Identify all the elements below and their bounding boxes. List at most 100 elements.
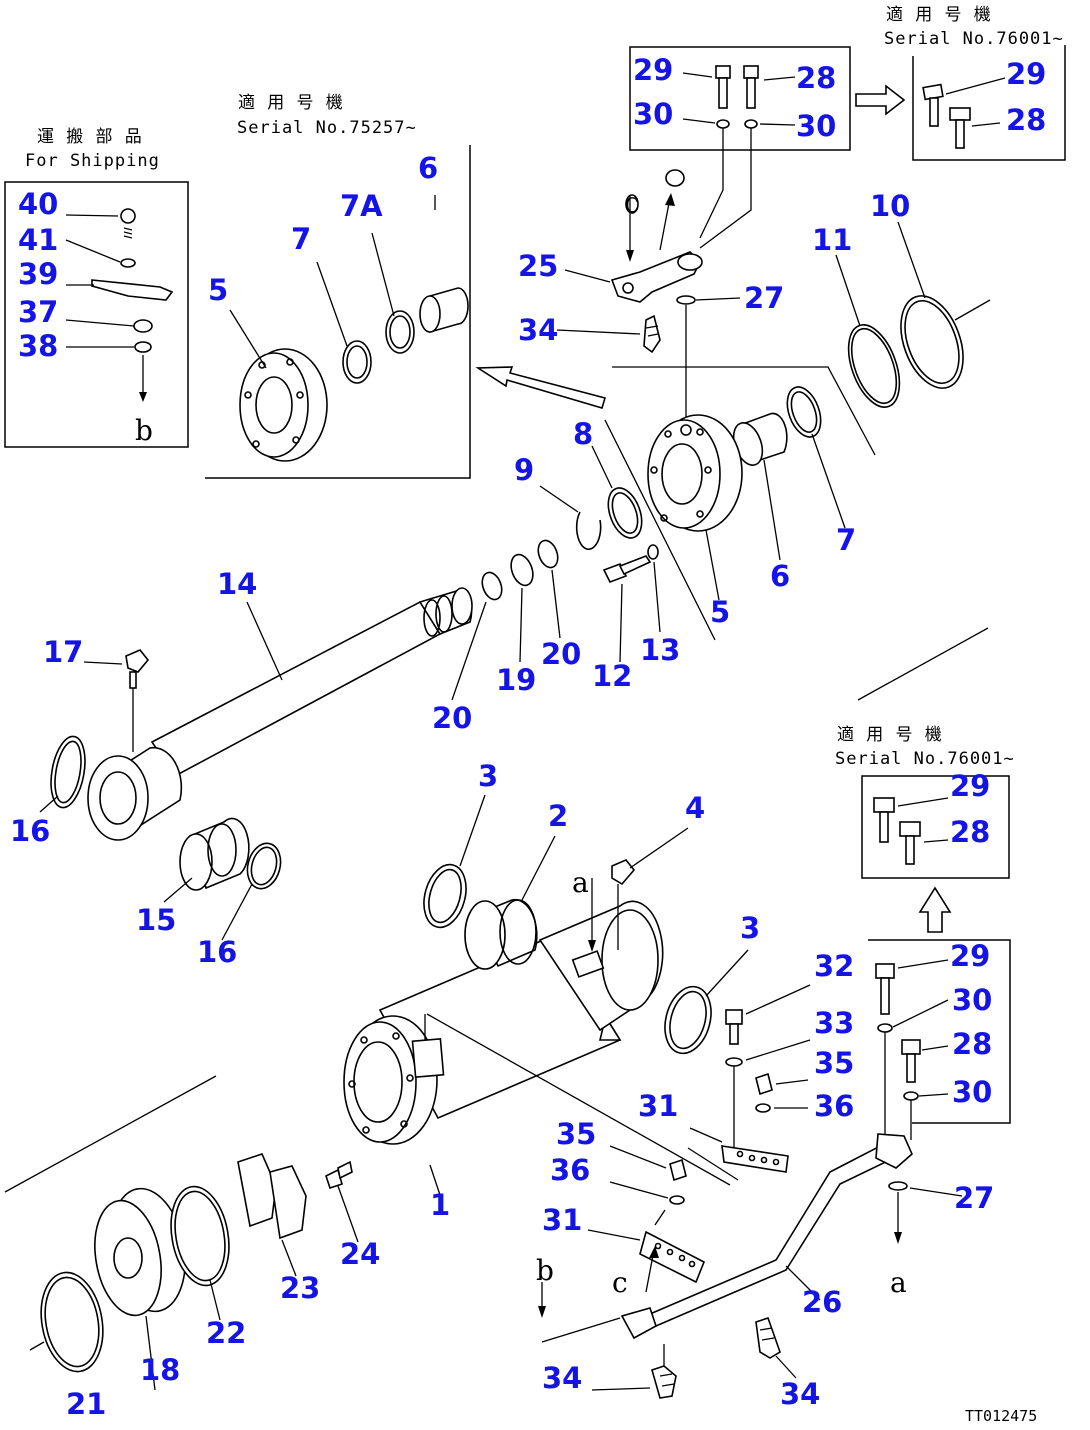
callouts: 29 28 30 30 29 28 6 7A 7 5 40 41 39 37 3… (10, 53, 1046, 1421)
callout-5: 5 (710, 595, 730, 629)
inset-serial-75257-label: Serial No.75257~ (237, 118, 417, 138)
part-29-bolt-top (715, 65, 731, 109)
callout-27: 27 (954, 1181, 994, 1215)
callout-34: 34 (518, 313, 558, 347)
callout-3: 3 (740, 911, 760, 945)
callout-20: 20 (432, 701, 472, 735)
part-29-bolt-right (873, 797, 895, 843)
callout-38: 38 (18, 329, 58, 363)
part-1-cylinder-tube (343, 900, 731, 1196)
callout-6: 6 (418, 151, 438, 185)
callout-28: 28 (796, 61, 836, 95)
callout-32: 32 (814, 949, 854, 983)
letter-a-bottom: a (890, 1266, 907, 1299)
part-6-bushing (732, 412, 788, 561)
callout-30: 30 (796, 109, 836, 143)
callout-30: 30 (633, 97, 673, 131)
letter-b-left: b (135, 414, 153, 447)
part-11-ring (835, 254, 901, 408)
callout-30: 30 (952, 983, 992, 1017)
part-33-washer (725, 1057, 743, 1067)
part-20-ring-left (481, 571, 503, 601)
inset-for-shipping: 運 搬 部 品 For Shipping b (4, 127, 189, 448)
callout-16: 16 (197, 935, 237, 969)
callout-14: 14 (217, 567, 257, 601)
arrow-up-icon (918, 886, 952, 933)
callout-41: 41 (18, 223, 58, 257)
part-41-washer (120, 258, 136, 268)
callout-30: 30 (952, 1075, 992, 1109)
callout-40: 40 (18, 187, 58, 221)
part-7-ring (786, 386, 846, 529)
part-25-elbow (564, 251, 703, 303)
callout-6: 6 (770, 559, 790, 593)
callout-28: 28 (1006, 103, 1046, 137)
callout-36: 36 (814, 1089, 854, 1123)
inset-serial-76001-right-label: Serial No.76001~ (835, 749, 1015, 769)
part-5-flange-alt (239, 348, 328, 462)
callout-37: 37 (18, 295, 58, 329)
part-40-cap (120, 208, 136, 224)
callout-7: 7 (836, 523, 856, 557)
part-17-grease-fitting (83, 649, 150, 752)
callout-34: 34 (542, 1361, 582, 1395)
callout-29: 29 (950, 939, 990, 973)
part-22-ring (170, 1185, 230, 1321)
arrow-down-c-icon (626, 250, 634, 262)
part-36-washer-upper (755, 1103, 771, 1113)
part-32-bolt (725, 984, 811, 1045)
callout-20: 20 (541, 637, 581, 671)
part-3-seal-upper (423, 863, 467, 929)
callout-2: 2 (548, 799, 568, 833)
callout-11: 11 (812, 223, 852, 257)
callout-29: 29 (1006, 57, 1046, 91)
letter-b-bottom: b (536, 1254, 554, 1287)
inset-serial-76001-right-jp: 適 用 号 機 (837, 725, 943, 745)
part-28-bolt-top-right (949, 107, 971, 149)
part-8-ring (607, 487, 643, 539)
part-34-clamp-bottom-left (591, 1344, 677, 1399)
callout-23: 23 (280, 1271, 320, 1305)
callout-28: 28 (950, 815, 990, 849)
part-2-bushing (464, 835, 556, 970)
callout-21: 21 (66, 1387, 106, 1421)
callout-17: 17 (43, 635, 83, 669)
inset-shipping-label: For Shipping (25, 151, 160, 171)
part-28-bolt-right (899, 821, 921, 865)
part-28-bolt-top (743, 65, 759, 109)
part-37-ring (133, 319, 153, 333)
inset-serial-76001-top-label: Serial No.76001~ (884, 29, 1064, 49)
callout-22: 22 (206, 1316, 246, 1350)
part-19-ring (510, 553, 534, 587)
inset-serial-75257-jp: 適 用 号 機 (238, 93, 344, 113)
callout-5: 5 (208, 273, 228, 307)
callout-15: 15 (136, 903, 176, 937)
part-10-seal (897, 221, 991, 389)
callout-35: 35 (556, 1117, 596, 1151)
part-28-bolt-lower (901, 1039, 921, 1083)
part-9-snap-ring (575, 511, 602, 551)
drawing-id: TT012475 (965, 1407, 1037, 1425)
callout-18: 18 (140, 1353, 180, 1387)
part-4-grease-fitting (611, 827, 689, 950)
callout-34: 34 (780, 1377, 820, 1411)
callout-12: 12 (592, 659, 632, 693)
part-34-clamp-top (556, 314, 661, 354)
callout-7A: 7A (340, 189, 383, 223)
callout-4: 4 (685, 791, 705, 825)
part-31-clamp-lower (587, 1209, 706, 1284)
letter-c-bottom: c (612, 1266, 628, 1299)
part-39-plate (91, 279, 174, 301)
inset-serial-76001-right: 適 用 号 機 Serial No.76001~ (835, 725, 1015, 879)
part-13-washer (647, 544, 659, 560)
letter-a-top: a (572, 866, 589, 899)
part-34-clamp-bottom-right (755, 1316, 797, 1379)
callout-26: 26 (802, 1285, 842, 1319)
callout-1: 1 (430, 1188, 450, 1222)
callout-8: 8 (573, 417, 593, 451)
inset-right-bolts (868, 939, 1011, 1140)
part-26-tube (620, 1133, 913, 1340)
part-15-bushing (163, 817, 250, 903)
callout-29: 29 (633, 53, 673, 87)
part-36-washer-lower (669, 1195, 685, 1205)
